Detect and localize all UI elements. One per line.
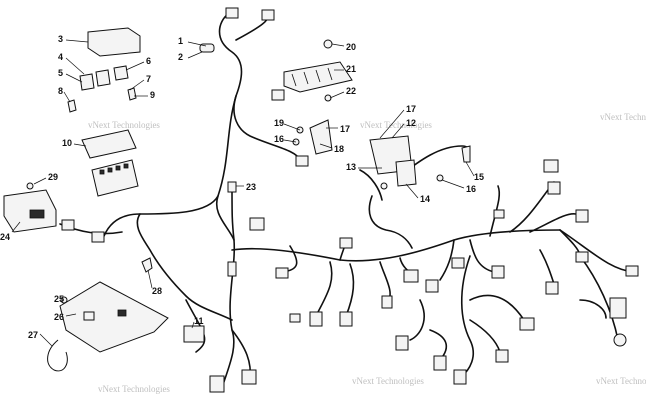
watermark: vNext Technologies xyxy=(352,376,424,386)
callout-13: 13 xyxy=(346,162,356,172)
relay xyxy=(113,65,129,81)
callout-21: 21 xyxy=(346,64,356,74)
relay xyxy=(95,69,111,87)
fuse-relay-group xyxy=(67,27,141,197)
watermark: vNext Technologies xyxy=(360,120,432,130)
callout-18: 18 xyxy=(334,144,344,154)
callout-11: 11 xyxy=(194,316,204,326)
fuse xyxy=(67,99,77,113)
callout-numbers: 1 2 3 4 5 6 7 8 9 10 11 12 13 14 15 16 1… xyxy=(0,34,484,340)
callout-16b: 16 xyxy=(466,184,476,194)
callout-22: 22 xyxy=(346,86,356,96)
watermark: vNext Technologies xyxy=(600,112,646,122)
fuse-panel-gasket xyxy=(81,129,137,159)
callout-14: 14 xyxy=(420,194,430,204)
callout-29: 29 xyxy=(48,172,58,182)
callout-3: 3 xyxy=(58,34,63,44)
leader-lines xyxy=(11,39,475,347)
mount-bracket xyxy=(292,119,471,190)
watermark: vNext Technologies xyxy=(98,384,170,394)
callout-12: 12 xyxy=(406,118,416,128)
callout-17a: 17 xyxy=(406,104,416,114)
fuse-slot xyxy=(123,163,129,169)
callout-25: 25 xyxy=(54,294,64,304)
callout-4: 4 xyxy=(58,52,63,62)
fuse-box-cover xyxy=(87,27,141,57)
watermark: vNext Technologies xyxy=(596,376,646,386)
callout-23: 23 xyxy=(246,182,256,192)
ecu-module xyxy=(3,182,57,233)
watermarks: vNext Technologies vNext Technologies vN… xyxy=(88,112,646,394)
fuse-slot xyxy=(115,165,121,171)
callout-2: 2 xyxy=(178,52,183,62)
callout-5: 5 xyxy=(58,68,63,78)
callout-7: 7 xyxy=(146,74,151,84)
fuse-slot xyxy=(107,167,113,173)
connectors xyxy=(61,7,639,393)
callout-6: 6 xyxy=(146,56,151,66)
callout-17b: 17 xyxy=(340,124,350,134)
callout-15: 15 xyxy=(474,172,484,182)
voltage-regulator xyxy=(283,39,353,102)
callout-10: 10 xyxy=(62,138,72,148)
mounting-plate xyxy=(47,257,169,372)
callout-1: 1 xyxy=(178,36,183,46)
callout-27: 27 xyxy=(28,330,38,340)
fuse-block xyxy=(91,159,139,197)
fuse xyxy=(127,87,137,101)
callout-19: 19 xyxy=(274,118,284,128)
callout-28: 28 xyxy=(152,286,162,296)
watermark: vNext Technologies xyxy=(88,120,160,130)
callout-26: 26 xyxy=(54,312,64,322)
callout-9: 9 xyxy=(150,90,155,100)
callout-24: 24 xyxy=(0,232,10,242)
relay xyxy=(79,73,95,91)
callout-8: 8 xyxy=(58,86,63,96)
callout-20: 20 xyxy=(346,42,356,52)
fuse-slot xyxy=(99,169,105,175)
callout-16a: 16 xyxy=(274,134,284,144)
